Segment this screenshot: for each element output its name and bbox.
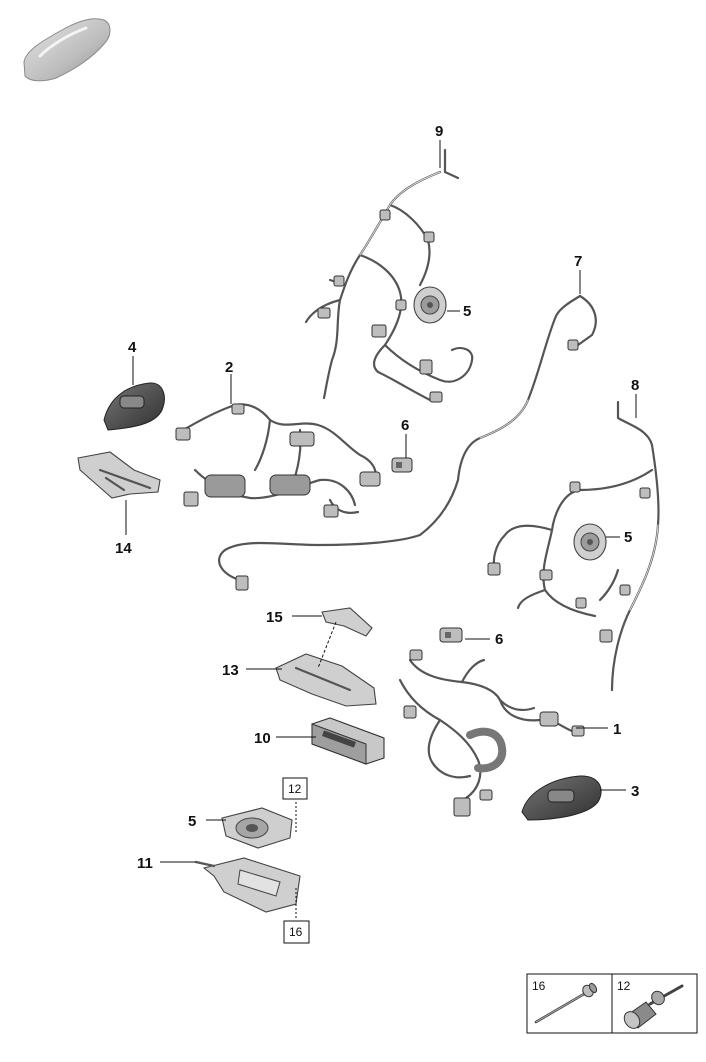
callout-8: 8 [631, 377, 639, 394]
callout-10: 10 [254, 730, 271, 747]
harness-1 [398, 649, 585, 817]
ref-box-16: 16 [283, 920, 310, 944]
ref-box-16-label: 16 [289, 925, 303, 939]
seat-bracket-14 [77, 451, 161, 499]
pin-clip-icon [623, 984, 684, 1029]
ref-box-12-label: 12 [288, 782, 302, 796]
callout-6-lower: 6 [495, 631, 503, 648]
callout-5-upper: 5 [463, 303, 471, 320]
seat-fan-5-lower [221, 807, 293, 849]
rivet-icon [534, 982, 598, 1024]
callout-3: 3 [631, 783, 639, 800]
callout-5-right: 5 [624, 529, 632, 546]
harness-8 [487, 400, 660, 692]
car-silhouette-icon [23, 18, 111, 82]
harness-2 [175, 403, 381, 518]
harness-7 [218, 294, 597, 591]
callout-15: 15 [266, 609, 283, 626]
callout-2: 2 [225, 359, 233, 376]
callout-7: 7 [574, 253, 582, 270]
fastener-legend: 16 12 [526, 973, 698, 1034]
callout-14: 14 [115, 540, 132, 557]
seat-fan-5-upper [413, 286, 447, 324]
seat-control-panel-4 [103, 382, 165, 431]
leader-lines [125, 140, 637, 863]
callout-11: 11 [137, 855, 153, 872]
callout-4: 4 [128, 339, 137, 356]
bracket-15 [321, 607, 373, 637]
callout-6-upper: 6 [401, 417, 409, 434]
module-bracket-13 [275, 653, 377, 707]
callout-1: 1 [613, 721, 621, 738]
callout-5-lower: 5 [188, 813, 196, 830]
legend-12-label: 12 [617, 979, 631, 993]
ref-box-12: 12 [282, 777, 308, 800]
control-module-10 [311, 717, 385, 765]
callout-labels: 9 7 8 5 5 5 4 2 6 6 14 15 13 10 1 3 11 [115, 123, 639, 872]
harness-9 [304, 148, 474, 403]
connector-6-lower [439, 627, 463, 643]
callout-9: 9 [435, 123, 443, 140]
seat-control-panel-3 [521, 775, 602, 821]
callout-13: 13 [222, 662, 239, 679]
fan-bracket-11 [194, 857, 301, 913]
seat-fan-5-right [573, 523, 607, 561]
connector-6-upper [391, 457, 413, 473]
legend-16-label: 16 [532, 979, 546, 993]
